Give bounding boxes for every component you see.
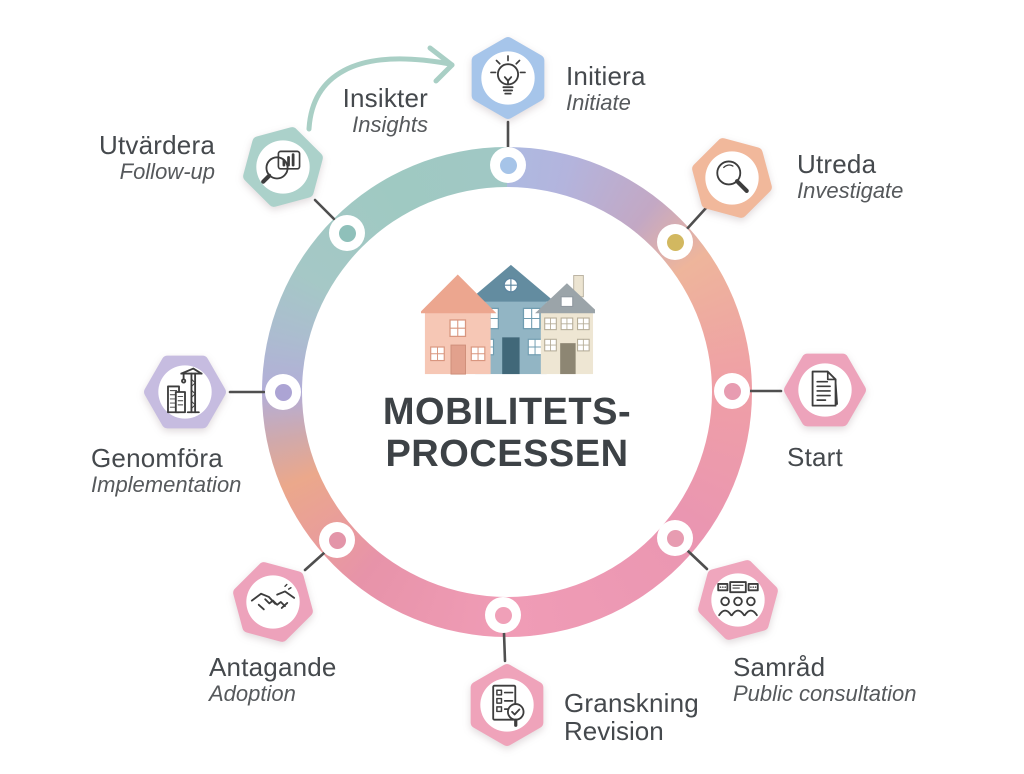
node-dot	[328, 531, 346, 549]
node-dot	[723, 382, 741, 400]
ring-node-samrad	[657, 520, 693, 556]
magnifying-glass-icon	[716, 160, 749, 193]
ring-node-utreda	[657, 224, 693, 260]
stage-genomfora	[139, 346, 231, 438]
stage-label: Antagande	[209, 652, 337, 682]
label-start: Start	[769, 443, 861, 471]
stage-sublabel: Adoption	[209, 681, 296, 706]
stage-sublabel: Follow-up	[119, 159, 215, 184]
node-dot	[666, 529, 684, 547]
middle-house-door	[502, 337, 520, 375]
right-house-door	[560, 343, 576, 375]
stage-start	[779, 344, 871, 436]
construction-crane-icon	[167, 367, 203, 414]
lightbulb-icon	[490, 55, 526, 95]
stage-granskning	[461, 659, 553, 751]
hexagon-initiera	[471, 37, 545, 119]
hexagon-utreda	[692, 138, 772, 218]
left-house-roof	[421, 274, 497, 314]
stage-initiera	[462, 32, 554, 124]
ring-node-utvardera	[329, 215, 365, 251]
handshake-icon	[250, 583, 296, 611]
stage-sublabel: Revision	[564, 716, 664, 746]
stage-utreda	[686, 132, 778, 224]
title-line-1: MOBILITETS-	[382, 391, 632, 433]
label-antagande: Antagande Adoption	[209, 653, 337, 706]
node-dot	[494, 606, 512, 624]
stage-antagande	[227, 556, 319, 648]
public-meeting-icon	[717, 581, 759, 617]
label-utvardera: Utvärdera Follow-up	[99, 131, 215, 184]
title-line-2: PROCESSEN	[385, 433, 629, 475]
hexagon-granskning	[470, 664, 544, 746]
ring-node-start	[714, 373, 750, 409]
node-dot	[666, 233, 684, 251]
hexagon-genomfora	[144, 355, 226, 429]
stage-label: Utvärdera	[99, 130, 215, 160]
stage-label: Granskning	[564, 688, 699, 718]
stage-label: Utreda	[797, 149, 877, 179]
ring-node-antagande	[319, 522, 355, 558]
stage-sublabel: Implementation	[91, 472, 242, 497]
stage-label: Samråd	[733, 652, 826, 682]
label-insikter: Insikter Insights	[343, 84, 428, 137]
ring-node-granskning	[485, 597, 521, 633]
label-granskning: Granskning Revision	[564, 689, 699, 745]
ring-inner-hole	[302, 187, 712, 597]
ring-node-genomfora	[265, 374, 301, 410]
hexagon-samrad	[698, 560, 778, 640]
left-house-door	[450, 344, 466, 375]
insights-feedback-arrow-icon	[306, 45, 455, 132]
document-icon	[811, 370, 838, 407]
node-dot	[338, 224, 356, 242]
hexagon-start	[784, 353, 866, 427]
checklist-review-icon	[492, 684, 525, 727]
stage-label: Start	[787, 442, 843, 472]
label-samrad: Samråd Public consultation	[733, 653, 916, 706]
icon-circle	[481, 51, 535, 105]
icon-circle	[705, 151, 759, 205]
connector-lines	[228, 120, 783, 663]
hexagon-utvardera	[243, 127, 323, 207]
stage-utvardera	[237, 121, 329, 213]
ring-node-initiera	[490, 147, 526, 183]
label-utreda: Utreda Investigate	[797, 150, 903, 203]
node-dot	[499, 156, 517, 174]
houses-illustration	[421, 264, 595, 375]
diagram-title: MOBILITETS- PROCESSEN	[307, 391, 707, 475]
chart-magnifier-icon	[261, 150, 301, 184]
loop-sublabel: Insights	[352, 112, 428, 137]
stage-samrad	[692, 554, 784, 646]
node-dot	[274, 383, 292, 401]
hexagon-antagande	[233, 562, 313, 642]
stage-label: Genomföra	[91, 443, 223, 473]
label-genomfora: Genomföra Implementation	[91, 444, 241, 497]
stage-sublabel: Initiate	[566, 90, 631, 115]
loop-label: Insikter	[342, 83, 428, 113]
stage-sublabel: Public consultation	[733, 681, 917, 706]
label-initiera: Initiera Initiate	[566, 62, 646, 115]
stage-sublabel: Investigate	[797, 178, 904, 203]
stage-label: Initiera	[566, 61, 646, 91]
